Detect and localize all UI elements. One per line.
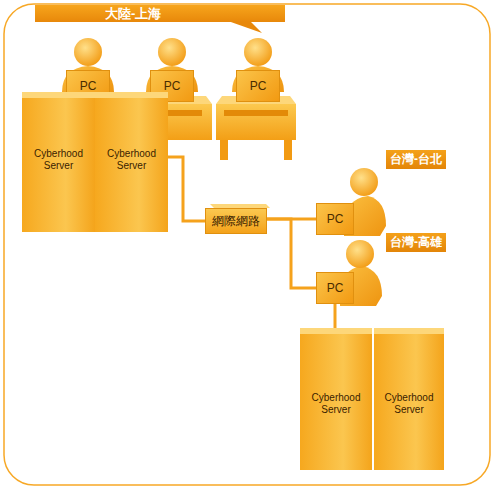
node-label: 網際網路: [212, 213, 260, 230]
pc-monitor: PC: [316, 203, 354, 235]
node-label: PC: [327, 281, 344, 295]
node-label: 大陸-上海: [105, 5, 161, 23]
node-label: Cyberhood Server: [374, 392, 444, 416]
network-link: [168, 157, 205, 221]
region-banner: 大陸-上海: [35, 5, 285, 22]
node-label: PC: [250, 79, 267, 93]
server-tower: Cyberhood Server: [22, 92, 95, 232]
pc-monitor: PC: [236, 70, 280, 102]
server-tower: Cyberhood Server: [374, 328, 444, 470]
node-label: 台灣-高雄: [390, 234, 442, 251]
region-bubble: 台灣-高雄: [386, 233, 446, 252]
outer-frame: [4, 4, 490, 485]
internet-box: 網際網路: [205, 208, 267, 234]
node-label: Cyberhood Server: [95, 148, 168, 172]
node-label: Cyberhood Server: [300, 392, 372, 416]
node-label: 台灣-台北: [390, 151, 442, 168]
pc-monitor: PC: [316, 272, 354, 304]
network-link: [267, 219, 316, 288]
server-tower: Cyberhood Server: [95, 92, 168, 232]
shanghai-people: [62, 38, 284, 92]
server-tower: Cyberhood Server: [300, 328, 372, 470]
node-label: PC: [80, 79, 97, 93]
node-label: PC: [327, 212, 344, 226]
network-link: [334, 304, 337, 328]
banner-tail: [228, 21, 262, 33]
node-label: Cyberhood Server: [22, 148, 95, 172]
region-bubble: 台灣-台北: [386, 150, 446, 169]
node-label: PC: [164, 79, 181, 93]
